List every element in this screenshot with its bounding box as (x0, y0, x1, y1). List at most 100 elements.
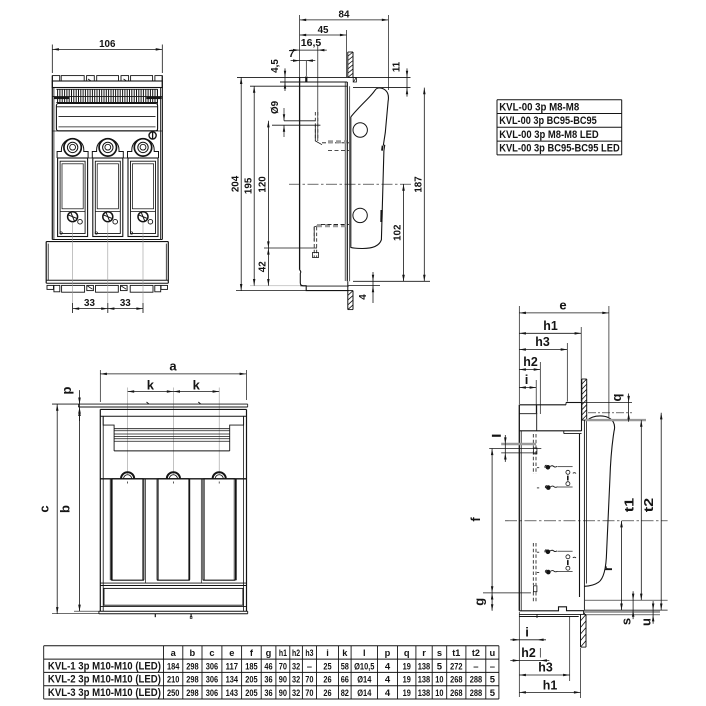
svg-text:b: b (58, 505, 73, 513)
svg-text:l: l (363, 648, 366, 658)
svg-text:26: 26 (323, 675, 331, 686)
svg-text:a: a (171, 648, 177, 658)
svg-text:KVL-00 3p BC95-BC95 LED: KVL-00 3p BC95-BC95 LED (499, 143, 620, 155)
svg-text:36: 36 (264, 688, 272, 699)
svg-text:h1: h1 (543, 677, 558, 692)
svg-text:Ø10,5: Ø10,5 (354, 661, 375, 672)
svg-text:–: – (307, 661, 312, 672)
svg-text:KVL-1 3p M10-M10 (LED): KVL-1 3p M10-M10 (LED) (48, 660, 161, 672)
svg-text:45: 45 (318, 25, 329, 36)
svg-text:4,5: 4,5 (270, 59, 281, 73)
svg-text:70: 70 (305, 675, 313, 686)
svg-text:10: 10 (435, 675, 443, 686)
svg-text:h2: h2 (523, 354, 538, 369)
svg-text:16,5: 16,5 (301, 37, 322, 49)
svg-text:h1: h1 (279, 648, 287, 658)
svg-text:106: 106 (99, 39, 116, 50)
svg-text:298: 298 (186, 688, 198, 699)
svg-text:205: 205 (245, 675, 258, 686)
svg-text:306: 306 (206, 661, 218, 672)
svg-text:e: e (229, 648, 234, 658)
svg-text:306: 306 (206, 688, 218, 699)
svg-text:138: 138 (418, 675, 430, 686)
svg-text:h3: h3 (535, 334, 550, 349)
svg-text:70: 70 (279, 661, 287, 672)
svg-text:s: s (437, 648, 442, 658)
svg-text:h2: h2 (521, 645, 536, 660)
svg-text:g: g (266, 648, 272, 658)
svg-text:32: 32 (292, 661, 300, 672)
svg-text:i: i (326, 648, 329, 658)
svg-text:70: 70 (305, 688, 313, 699)
svg-text:KVL-2 3p M10-M10 (LED): KVL-2 3p M10-M10 (LED) (48, 674, 161, 686)
svg-text:KVL-00 3p BC95-BC95: KVL-00 3p BC95-BC95 (499, 115, 597, 127)
svg-text:b: b (190, 648, 196, 658)
svg-text:h2: h2 (292, 648, 300, 658)
svg-text:5: 5 (490, 688, 496, 699)
svg-text:a: a (169, 359, 177, 374)
svg-text:306: 306 (206, 675, 218, 686)
svg-text:t1: t1 (621, 498, 636, 513)
svg-text:138: 138 (418, 688, 430, 699)
svg-text:5: 5 (490, 675, 496, 686)
svg-text:90: 90 (279, 688, 287, 699)
svg-text:c: c (37, 505, 52, 512)
svg-text:i: i (525, 372, 529, 387)
svg-text:26: 26 (323, 688, 331, 699)
svg-text:82: 82 (341, 688, 349, 699)
svg-text:KVL-00 3p M8-M8: KVL-00 3p M8-M8 (499, 101, 579, 113)
svg-text:268: 268 (450, 688, 462, 699)
svg-text:q: q (404, 648, 410, 658)
svg-text:25: 25 (323, 661, 332, 672)
svg-text:46: 46 (264, 661, 272, 672)
svg-text:KVL-00 3p M8-M8 LED: KVL-00 3p M8-M8 LED (499, 129, 599, 141)
svg-text:84: 84 (339, 10, 350, 21)
svg-text:32: 32 (292, 675, 300, 686)
svg-text:4: 4 (385, 688, 391, 699)
svg-text:185: 185 (245, 661, 258, 672)
svg-text:66: 66 (341, 675, 349, 686)
svg-text:e: e (559, 297, 566, 312)
svg-text:k: k (342, 648, 348, 658)
svg-text:134: 134 (226, 675, 239, 686)
svg-text:102: 102 (393, 224, 404, 241)
svg-text:10: 10 (435, 688, 443, 699)
svg-text:117: 117 (226, 661, 238, 672)
svg-text:11: 11 (392, 61, 403, 72)
svg-text:288: 288 (470, 688, 482, 699)
svg-text:120: 120 (258, 176, 269, 193)
svg-text:204: 204 (230, 175, 241, 192)
svg-text:298: 298 (186, 661, 198, 672)
svg-text:s: s (618, 618, 633, 625)
svg-text:p: p (59, 386, 74, 394)
svg-text:k: k (193, 377, 201, 392)
svg-text:h3: h3 (538, 660, 553, 675)
svg-text:g: g (472, 598, 487, 606)
svg-text:u: u (490, 648, 496, 658)
svg-text:Ø9: Ø9 (270, 100, 281, 114)
svg-text:143: 143 (226, 688, 238, 699)
svg-text:33: 33 (84, 298, 95, 309)
svg-text:90: 90 (279, 675, 287, 686)
svg-text:184: 184 (167, 661, 180, 672)
svg-text:32: 32 (292, 688, 300, 699)
svg-text:36: 36 (264, 675, 272, 686)
svg-text:f: f (250, 648, 254, 658)
svg-text:4: 4 (358, 294, 369, 300)
svg-text:r: r (422, 648, 426, 658)
svg-text:–: – (490, 661, 495, 672)
svg-text:5: 5 (437, 661, 443, 672)
svg-text:i: i (525, 625, 529, 640)
svg-text:f: f (468, 517, 483, 522)
svg-text:q: q (609, 393, 624, 401)
svg-text:p: p (385, 648, 391, 658)
svg-text:19: 19 (403, 675, 411, 686)
svg-text:268: 268 (450, 675, 462, 686)
svg-text:19: 19 (403, 661, 411, 672)
svg-text:k: k (147, 377, 155, 392)
svg-text:Ø14: Ø14 (357, 688, 372, 699)
svg-text:t2: t2 (472, 648, 480, 658)
svg-text:4: 4 (385, 675, 391, 686)
svg-text:c: c (209, 648, 214, 658)
svg-text:h3: h3 (305, 648, 313, 658)
